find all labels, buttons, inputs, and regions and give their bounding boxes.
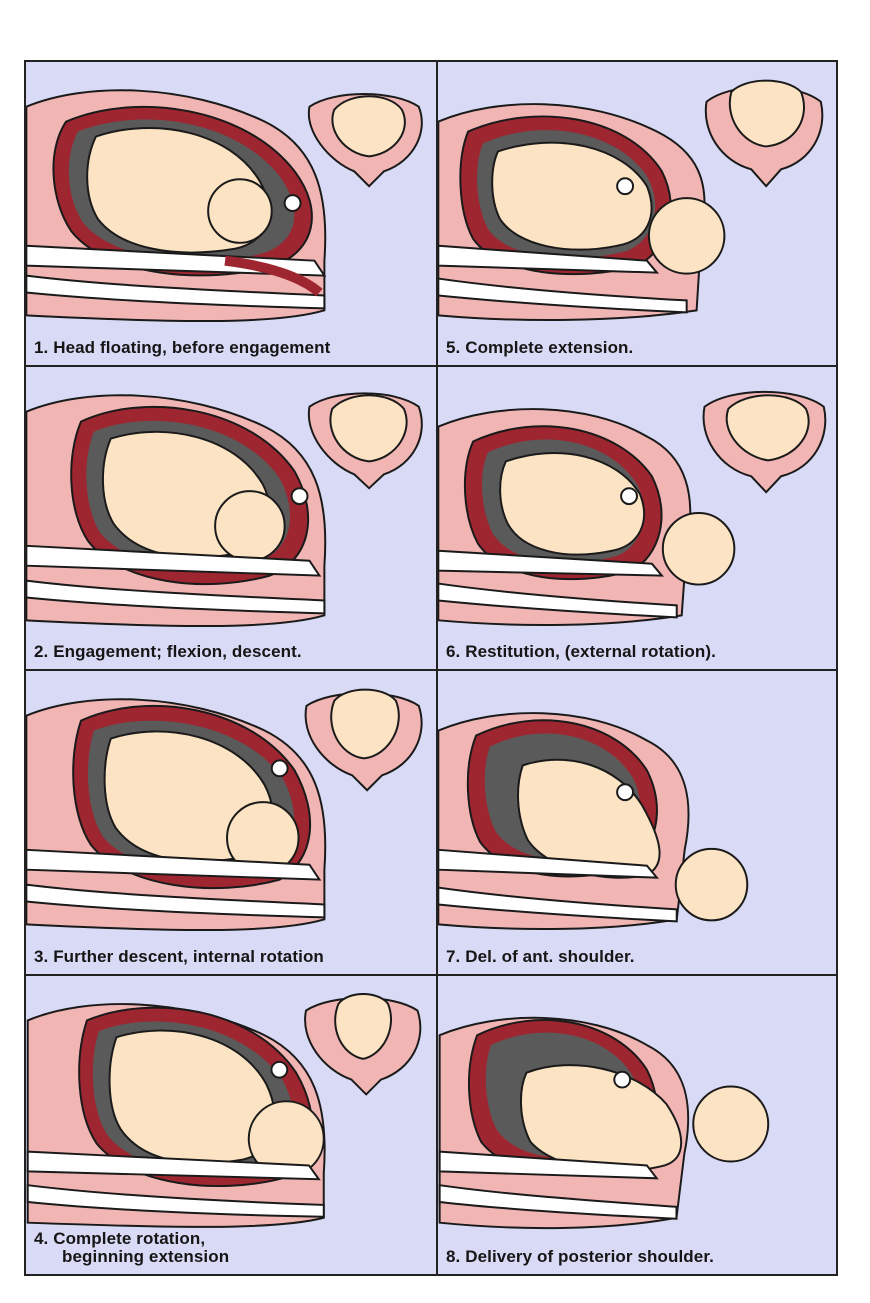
pelvis-fetus-illustration	[26, 993, 422, 1228]
caption-step-3: 3. Further descent, internal rotation	[34, 947, 324, 966]
pelvis-fetus-illustration	[26, 392, 423, 628]
caption-step-1: 1. Head floating, before engagement	[34, 338, 331, 357]
pelvis-fetus-illustration	[438, 79, 824, 322]
caption-step-7: 7. Del. of ant. shoulder.	[446, 947, 635, 966]
panel-7-anterior-shoulder: 7. Del. of ant. shoulder.	[438, 671, 836, 976]
caption-step-6: 6. Restitution, (external rotation).	[446, 642, 716, 661]
pelvis-fetus-illustration	[438, 390, 827, 627]
panel-5-complete-extension: 5. Complete extension.	[438, 62, 836, 367]
caption-step-4-line-2: beginning extension	[62, 1247, 230, 1266]
caption-step-2: 2. Engagement; flexion, descent.	[34, 642, 302, 661]
panel-8-posterior-shoulder: 8. Delivery of posterior shoulder.	[438, 976, 836, 1274]
pelvis-fetus-illustration	[26, 688, 423, 932]
caption-step-4: 4. Complete rotation, beginning extensio…	[34, 1230, 430, 1266]
caption-step-8: 8. Delivery of posterior shoulder.	[446, 1247, 714, 1266]
panel-2-engagement: 2. Engagement; flexion, descent.	[26, 367, 438, 671]
panel-3-internal-rotation: 3. Further descent, internal rotation	[26, 671, 438, 976]
pelvis-fetus-illustration	[26, 89, 423, 323]
pelvis-fetus-illustration	[438, 712, 749, 931]
panel-6-restitution: 6. Restitution, (external rotation).	[438, 367, 836, 671]
panel-4-complete-rotation: 4. Complete rotation, beginning extensio…	[26, 976, 438, 1274]
caption-step-4-line-1: 4. Complete rotation,	[34, 1229, 206, 1248]
labor-mechanism-figure: 1. Head floating, before engagement 5. C…	[24, 60, 838, 1276]
caption-step-5: 5. Complete extension.	[446, 338, 634, 357]
panel-1-head-floating: 1. Head floating, before engagement	[26, 62, 438, 367]
pelvis-fetus-illustration	[438, 1016, 770, 1230]
